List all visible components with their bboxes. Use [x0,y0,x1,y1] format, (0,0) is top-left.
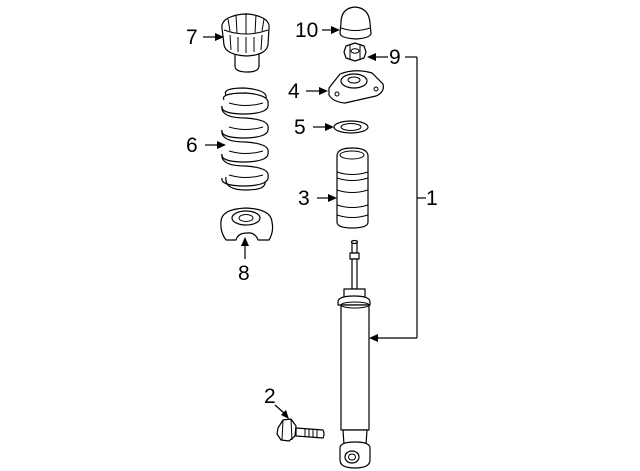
part-2-bolt [276,418,325,442]
callout-7: 7 [186,26,198,49]
callout-8: 8 [238,262,250,285]
part-7-spring-upper-seat [221,13,270,73]
callout-3: 3 [298,187,310,210]
callout-6: 6 [186,134,198,157]
callout-9: 9 [389,46,401,69]
part-6-coil-spring [221,87,269,191]
part-4-upper-mount [328,70,384,104]
callout-10: 10 [295,19,318,42]
part-9-nut [343,42,367,62]
callout-2: 2 [264,385,276,408]
part-10-dust-cap [339,6,372,40]
callout-5: 5 [294,116,306,139]
part-3-bump-stop [336,147,369,229]
leader-lines [203,26,426,419]
callout-4: 4 [288,80,300,103]
callout-labels: 1 2 3 4 5 6 7 8 9 10 [186,19,438,408]
part-8-spring-lower-seat [220,207,274,241]
part-1-shock-absorber [337,239,371,469]
callout-1: 1 [426,187,438,210]
part-5-washer [333,120,369,134]
